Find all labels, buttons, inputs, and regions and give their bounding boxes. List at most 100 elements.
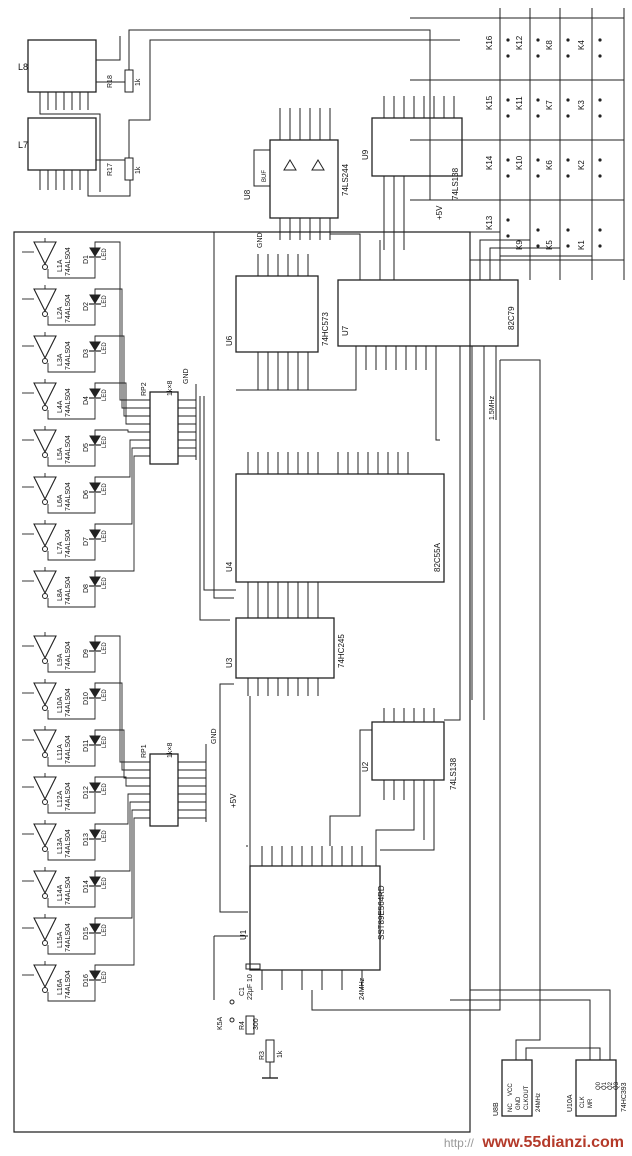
gate-part-label: 74ALS04 <box>65 735 72 764</box>
gate-label: L1A <box>57 259 64 272</box>
u10a-pin-q1: Q1 <box>602 1081 608 1090</box>
watermark-site: www.55dianzi.com <box>482 1134 624 1151</box>
key-switch-contacts <box>506 38 602 248</box>
led-icon <box>89 735 101 745</box>
gate-part-label: 74ALS04 <box>65 294 72 323</box>
gate-part-label: 74ALS04 <box>65 688 72 717</box>
c1-label: C1 <box>239 987 246 996</box>
inverter-bubble <box>42 893 48 899</box>
led-type-label: LED <box>102 877 108 889</box>
display-bus-wires <box>39 29 460 200</box>
inverter-bubble <box>42 799 48 805</box>
gate-label: L14A <box>57 884 64 901</box>
gate-label: L12A <box>57 790 64 807</box>
clock-label: 1.5MHz <box>489 395 496 420</box>
gate-label: L9A <box>57 653 64 666</box>
gate-label: L7A <box>57 541 64 554</box>
inverter-bubble <box>42 752 48 758</box>
inverter-bubble <box>42 940 48 946</box>
inverter-bubble <box>42 593 48 599</box>
key-k7: K7 <box>545 100 554 110</box>
gate-part-label: 74ALS04 <box>65 247 72 276</box>
inverter-symbol <box>33 523 57 548</box>
osc-pin-gnd: GND <box>516 1096 522 1110</box>
osc-freq-label: 24MHz <box>536 1093 542 1112</box>
u6-part: 74HC573 <box>321 312 330 346</box>
inverter-symbol <box>33 335 57 360</box>
inverter-symbol <box>33 476 57 501</box>
inverter-bubble <box>42 846 48 852</box>
watermark: http:// www.55dianzi.com <box>444 1134 624 1152</box>
inverter-bubble <box>42 705 48 711</box>
inverter-symbol <box>33 823 57 848</box>
led-icon <box>89 341 101 351</box>
led-icon <box>89 247 101 257</box>
led-label: D14 <box>83 880 90 893</box>
gate-led-wire <box>44 285 150 409</box>
inverter-symbol <box>33 635 57 660</box>
k5a-label: K5A <box>217 1016 224 1030</box>
gate-part-label: 74ALS04 <box>65 970 72 999</box>
led-icon <box>89 688 101 698</box>
key-k8: K8 <box>545 40 554 50</box>
led-label: D3 <box>83 349 90 358</box>
resistor-r17: R17 1k <box>96 157 142 181</box>
r3-label: R3 <box>259 1051 266 1060</box>
display-l7: L7 <box>18 117 97 190</box>
rp2-label: RP2 <box>141 382 148 396</box>
u9-power-label: +5V <box>435 205 444 220</box>
rp1-gnd-label: GND <box>211 728 218 744</box>
gate-label: L5A <box>57 447 64 460</box>
inverter-symbol <box>33 570 57 595</box>
u2-part: 74LS138 <box>449 757 458 790</box>
gate-part-label: 74ALS04 <box>65 529 72 558</box>
resistor-r18: R18 1k <box>96 69 142 93</box>
led-type-label: LED <box>102 577 108 589</box>
r4-value: 300 <box>253 1018 260 1030</box>
gate-part-label: 74ALS04 <box>65 482 72 511</box>
gate-led-wire <box>44 332 150 417</box>
osc-pin-nc: NC <box>508 1103 514 1112</box>
r4-label: R4 <box>239 1021 246 1030</box>
led-type-label: LED <box>102 483 108 495</box>
buf-label: BUF <box>262 170 268 182</box>
inverter-bubble <box>42 546 48 552</box>
led-label: D15 <box>83 927 90 940</box>
chip-u8: BUF U8 74LS244 <box>243 108 350 240</box>
inverter-bubble <box>42 264 48 270</box>
led-label: D4 <box>83 396 90 405</box>
key-k16: K16 <box>485 35 494 50</box>
u6-label: U6 <box>225 335 234 346</box>
c1-value: 22μF 10 <box>247 974 254 1000</box>
inverter-bubble <box>42 987 48 993</box>
key-k1: K1 <box>577 240 586 250</box>
clock-route-wires <box>450 359 611 1060</box>
led-type-label: LED <box>102 642 108 654</box>
u8-gnd-label: GND <box>257 232 264 248</box>
gate-led-wire <box>44 426 150 467</box>
led-icon <box>89 829 101 839</box>
rp1-label: RP1 <box>141 744 148 758</box>
chip-u4: U4 82C55A <box>225 452 445 600</box>
inverter-bubble <box>42 452 48 458</box>
resistor-pack-rp2: RP2 1k×8 <box>141 381 197 465</box>
u8-part: 74LS244 <box>341 163 350 196</box>
gate-led-wire <box>44 238 150 401</box>
resistor-pack-rp1: RP1 1k×8 <box>141 743 207 827</box>
key-k9: K9 <box>515 240 524 250</box>
inverter-symbol <box>33 241 57 266</box>
gate-led-wire <box>44 679 150 771</box>
led-type-label: LED <box>102 248 108 260</box>
gate-led-wire <box>44 726 150 779</box>
led-icon <box>89 435 101 445</box>
